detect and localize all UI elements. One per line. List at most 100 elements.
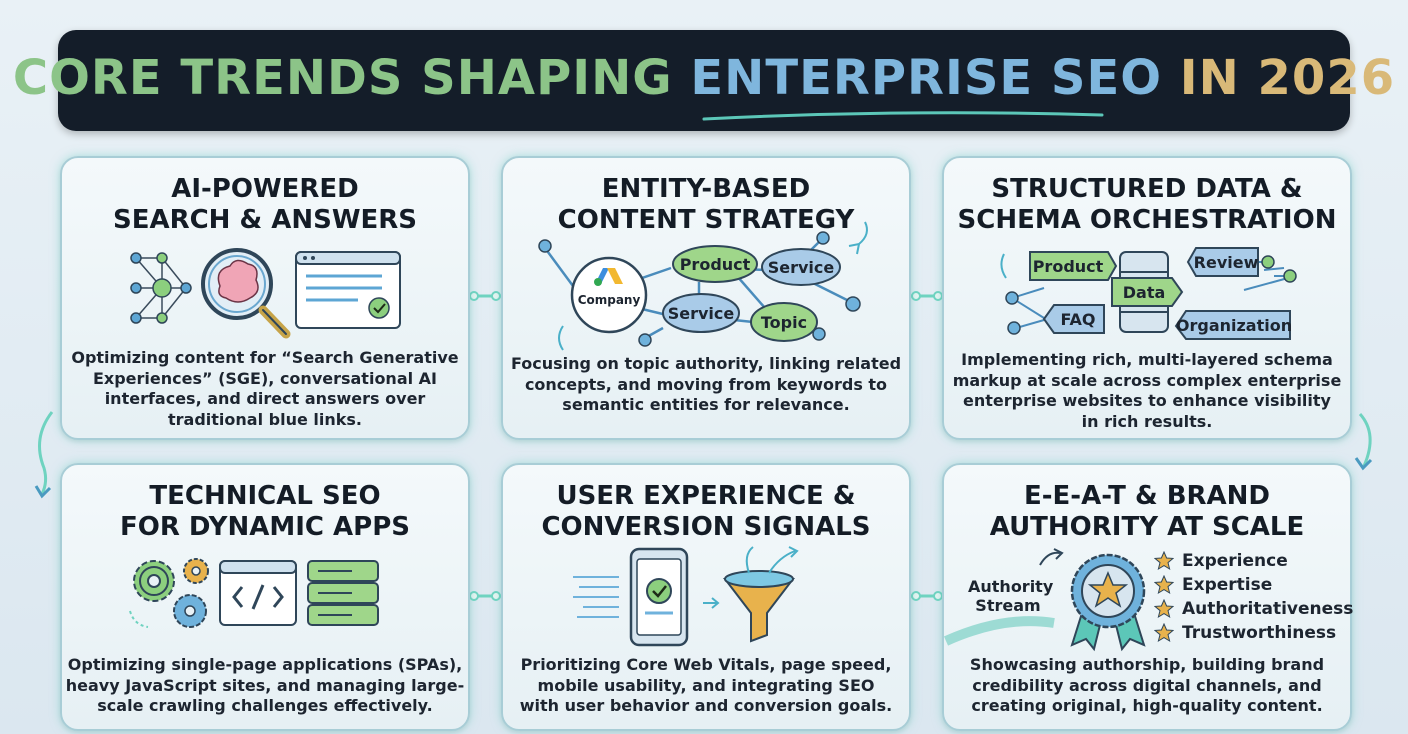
tag-organization: Organization xyxy=(1176,316,1292,335)
card-heading: E-E-A-T & BRAND AUTHORITY AT SCALE xyxy=(944,481,1350,543)
node-topic: Topic xyxy=(761,313,807,332)
product-node: Product xyxy=(672,245,758,283)
server-stack-icon xyxy=(307,560,379,626)
card-heading: ENTITY-BASED CONTENT STRATEGY xyxy=(503,174,909,236)
node-service: Service xyxy=(768,258,835,277)
desc-line: credibility across digital channels, and xyxy=(972,675,1322,695)
eeat-illustration xyxy=(944,548,1146,652)
tag-product: Product xyxy=(1033,257,1104,276)
list-item-label: Authoritativeness xyxy=(1182,599,1354,619)
heading-line-2: AUTHORITY AT SCALE xyxy=(989,512,1305,542)
ux-illustration xyxy=(573,546,799,647)
connector-5-6 xyxy=(910,591,944,601)
title-part-1: CORE TRENDS SHAPING xyxy=(12,49,691,106)
desc-line: concepts, and moving from keywords to xyxy=(524,374,888,394)
desc-line: Showcasing authorship, building brand xyxy=(969,655,1325,674)
card-heading: TECHNICAL SEO FOR DYNAMIC APPS xyxy=(62,481,468,543)
card-entity-content: ENTITY-BASED CONTENT STRATEGY xyxy=(501,156,911,440)
service-node-2: Service xyxy=(662,293,740,333)
heading-line-2: SCHEMA ORCHESTRATION xyxy=(957,205,1337,235)
conversion-funnel-icon xyxy=(722,546,799,643)
authority-label-line: Authority xyxy=(968,577,1054,596)
heading-line-1: E-E-A-T & BRAND xyxy=(1023,481,1270,511)
connector-1-2 xyxy=(468,291,502,301)
star-icon xyxy=(1154,575,1174,595)
card-structured-data: STRUCTURED DATA & SCHEMA ORCHESTRATION P… xyxy=(942,156,1352,440)
card-heading: STRUCTURED DATA & SCHEMA ORCHESTRATION xyxy=(944,174,1350,236)
mobile-check-icon xyxy=(629,547,689,647)
connector-2-3 xyxy=(910,291,944,301)
heading-line-2: CONVERSION SIGNALS xyxy=(541,512,871,542)
desc-line: Experiences” (SGE), conversational AI xyxy=(92,368,438,388)
list-item-label: Trustworthiness xyxy=(1182,623,1337,643)
desc-line: with user behavior and conversion goals. xyxy=(519,696,893,715)
card-heading: AI-POWERED SEARCH & ANSWERS xyxy=(62,174,468,236)
card-description: Implementing rich, multi-layered schema … xyxy=(944,350,1350,432)
desc-line: creating original, high-quality content. xyxy=(971,696,1323,715)
list-item: Expertise xyxy=(1154,573,1353,597)
list-item: Experience xyxy=(1154,549,1353,573)
node-company: Company xyxy=(578,293,641,307)
heading-line-1: USER EXPERIENCE & xyxy=(556,481,856,511)
node-service: Service xyxy=(668,304,735,323)
desc-line: semantic entities for relevance. xyxy=(562,395,850,414)
faq-tag: FAQ xyxy=(1042,304,1105,334)
card-description: Showcasing authorship, building brand cr… xyxy=(944,655,1350,717)
desc-line: traditional blue links. xyxy=(168,409,362,429)
topic-node: Topic xyxy=(750,302,818,342)
desc-line: markup at scale across complex enterpris… xyxy=(952,370,1342,390)
card-description: Prioritizing Core Web Vitals, page speed… xyxy=(503,655,909,717)
desc-line: heavy JavaScript sites, and managing lar… xyxy=(65,675,465,695)
desc-line: in rich results. xyxy=(1081,411,1213,431)
service-node-1: Service xyxy=(761,248,841,286)
star-icon xyxy=(1154,599,1174,619)
entity-graph-illustration: Company Product Service Service Topic xyxy=(538,221,868,351)
product-tag: Product xyxy=(1029,251,1118,281)
tag-faq: FAQ xyxy=(1060,310,1095,329)
card-heading: USER EXPERIENCE & CONVERSION SIGNALS xyxy=(503,481,909,543)
star-icon xyxy=(1154,551,1174,571)
authority-label-line: Stream xyxy=(975,596,1041,615)
heading-line-2: CONTENT STRATEGY xyxy=(557,205,855,235)
desc-line: mobile usability, and integrating SEO xyxy=(537,675,875,695)
title-part-2: ENTERPRISE SEO xyxy=(690,49,1163,106)
desc-line: Optimizing content for “Search Generativ… xyxy=(71,348,459,367)
card-ai-search: AI-POWERED SEARCH & ANSWERS xyxy=(60,156,470,440)
heading-line-2: SEARCH & ANSWERS xyxy=(112,205,418,235)
title-underline xyxy=(702,111,1104,121)
title-part-3: IN 2026 xyxy=(1162,49,1396,106)
star-icon xyxy=(1154,623,1174,643)
brain-magnifier-icon xyxy=(201,248,291,339)
list-item: Authoritativeness xyxy=(1154,597,1353,621)
award-ribbon-icon xyxy=(1070,553,1146,652)
flow-arrow-right xyxy=(1354,412,1373,471)
heading-line-1: STRUCTURED DATA & xyxy=(991,174,1303,204)
list-item: Trustworthiness xyxy=(1154,621,1353,645)
list-item-label: Experience xyxy=(1182,551,1288,571)
desc-line: interfaces, and direct answers over xyxy=(104,389,426,408)
node-product: Product xyxy=(680,255,751,274)
card-description: Optimizing content for “Search Generativ… xyxy=(62,348,468,430)
heading-line-1: TECHNICAL SEO xyxy=(149,481,381,511)
card-user-experience: USER EXPERIENCE & CONVERSION SIGNALS Pri… xyxy=(501,463,911,731)
neural-network-icon xyxy=(130,252,192,324)
technical-illustration xyxy=(129,558,379,628)
authority-stream-label: Authority Stream xyxy=(968,577,1054,615)
connector-4-5 xyxy=(468,591,502,601)
desc-line: Optimizing single-page applications (SPA… xyxy=(67,655,463,674)
card-eeat: E-E-A-T & BRAND AUTHORITY AT SCALE Autho… xyxy=(942,463,1353,731)
desc-line: Implementing rich, multi-layered schema xyxy=(961,350,1333,369)
desc-line: enterprise websites to enhance visibilit… xyxy=(963,391,1331,410)
organization-tag: Organization xyxy=(1174,310,1292,340)
answer-window-icon xyxy=(295,251,401,329)
desc-line: Focusing on topic authority, linking rel… xyxy=(510,354,902,373)
company-node: Company xyxy=(570,256,648,334)
tag-review: Review xyxy=(1194,253,1259,272)
heading-line-2: FOR DYNAMIC APPS xyxy=(120,512,410,542)
card-description: Optimizing single-page applications (SPA… xyxy=(62,655,468,717)
heading-line-1: AI-POWERED xyxy=(171,174,359,204)
review-tag: Review xyxy=(1186,247,1259,277)
flow-arrow-left xyxy=(34,411,54,499)
data-tag: Data xyxy=(1111,277,1184,307)
card-description: Focusing on topic authority, linking rel… xyxy=(503,354,909,416)
